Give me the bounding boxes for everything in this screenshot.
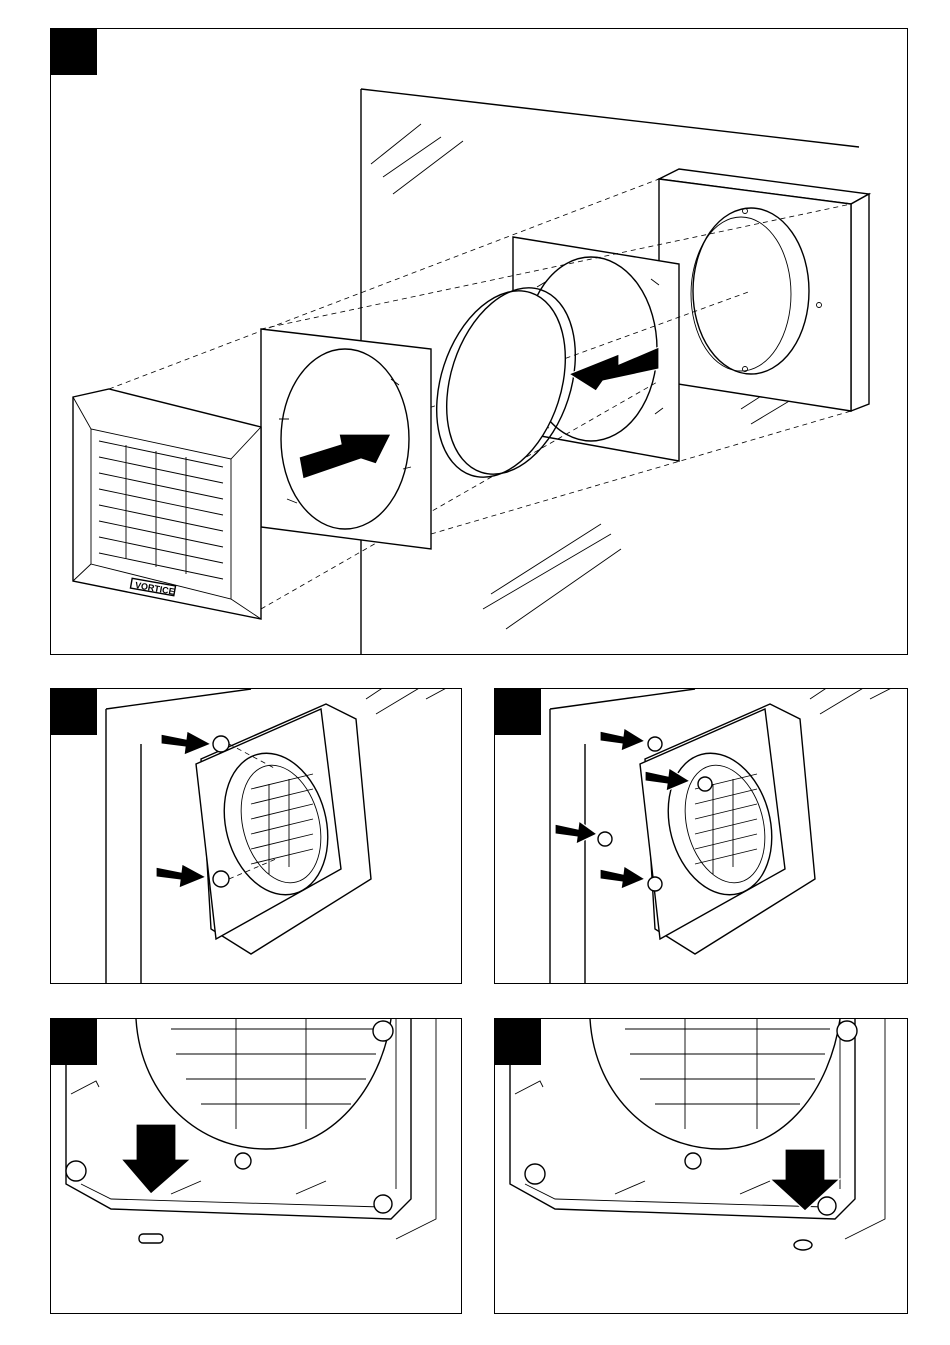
wall-box [659,169,869,411]
four-screw-fixing-drawing [495,689,908,984]
step-panel-4 [50,1018,462,1314]
screw-icon [648,877,662,891]
two-screw-fixing-drawing [51,689,462,984]
screw-icon [837,1021,857,1041]
fan-grille [171,1019,381,1129]
step-panel-1: VORTICE [50,28,908,655]
screw-icon [235,1153,251,1169]
wall-hatching [810,689,908,714]
fan-base [66,1019,411,1219]
screw-icon [648,737,662,751]
step-panel-5 [494,1018,908,1314]
screw-icon [373,1021,393,1041]
fan-unit: VORTICE [73,389,261,619]
cap-removal-left-drawing [51,1019,462,1314]
screw-icon [374,1195,392,1213]
screw-icon [818,1197,836,1215]
step-panel-3 [494,688,908,984]
arrow-icon [600,728,645,751]
exploded-install-drawing: VORTICE [51,29,908,655]
screw-icon [213,871,229,887]
step-panel-2 [50,688,462,984]
screw-icon [698,777,712,791]
screw-icon [598,832,612,846]
screw-icon [525,1164,545,1184]
down-arrow-icon [121,1124,191,1194]
cap-piece [794,1240,812,1250]
screw-icon [66,1161,86,1181]
fan-collar [590,1019,840,1149]
screw-icon [685,1153,701,1169]
arrow-icon [600,866,645,889]
arrow-icon [156,864,206,888]
cap-removal-right-drawing [495,1019,908,1314]
arrow-icon [161,731,211,755]
cap-piece [139,1234,163,1243]
screw-icon [213,736,229,752]
arrow-icon [555,821,597,844]
wall-hatching [366,689,462,714]
